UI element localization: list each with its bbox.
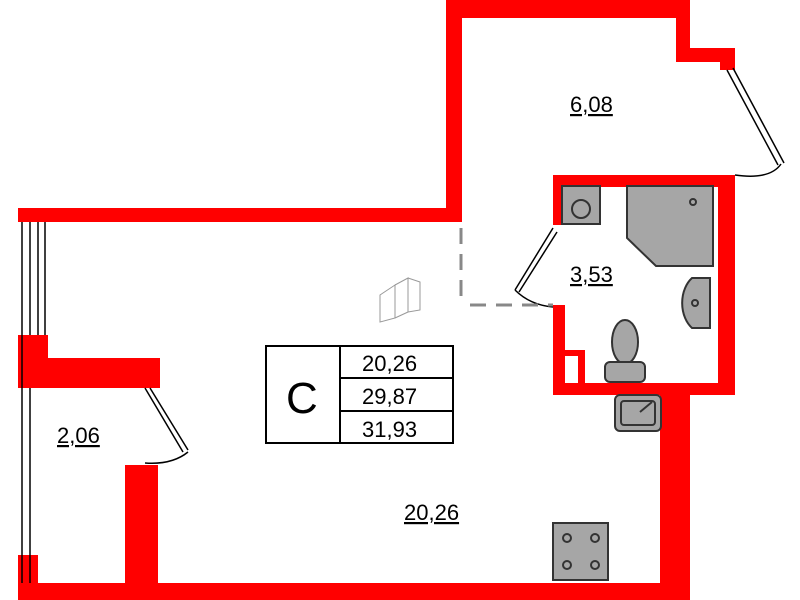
room-area-storage: 6,08 xyxy=(570,92,613,117)
area-summary-table: С 20,26 29,87 31,93 xyxy=(265,345,454,444)
wardrobe-icon xyxy=(379,277,421,323)
washing-machine-icon xyxy=(561,185,601,225)
walls xyxy=(18,0,735,600)
living-area-value: 20,26 xyxy=(362,351,417,376)
washbasin-icon xyxy=(681,277,711,329)
doors xyxy=(144,227,558,465)
total-area-value: 29,87 xyxy=(362,384,417,409)
room-area-bathroom: 3,53 xyxy=(570,262,613,287)
apartment-type: С xyxy=(286,374,318,423)
room-area-balcony: 2,06 xyxy=(57,423,100,448)
shower-icon xyxy=(626,185,714,267)
total-with-balcony-value: 31,93 xyxy=(362,417,417,442)
toilet-icon xyxy=(604,319,646,383)
stove-icon xyxy=(552,522,609,581)
open-partition xyxy=(459,228,553,307)
room-area-living: 20,26 xyxy=(404,500,459,525)
kitchen-sink-icon xyxy=(614,394,662,432)
windows xyxy=(21,67,785,583)
